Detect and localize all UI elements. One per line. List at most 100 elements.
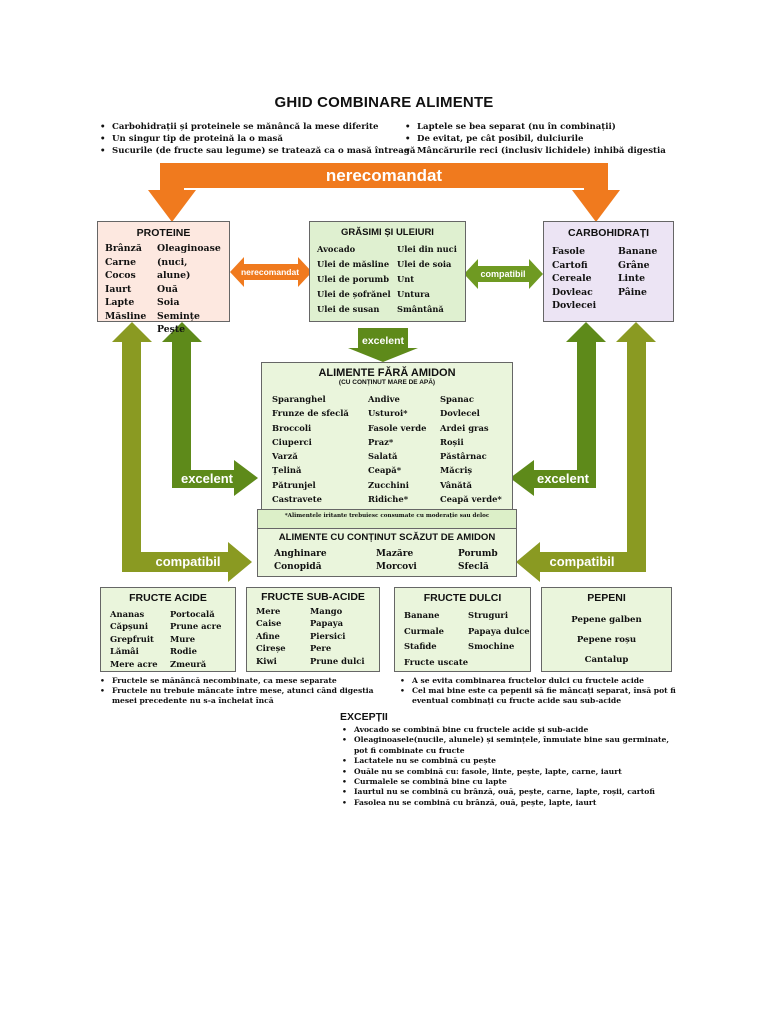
food-item: Papaya: [310, 618, 344, 629]
exceptie-item: Ouăle nu se combină cu: fasole, linte, p…: [340, 767, 670, 778]
fructe-dulci-header: FRUCTE DULCI: [423, 592, 502, 604]
tip-item: Carbohidrații și proteinele se mănâncă l…: [98, 121, 415, 133]
food-item: Conopidă: [274, 561, 322, 572]
exceptie-item: Fasolea nu se combină cu brânză, ouă, pe…: [340, 798, 670, 809]
scazut-amidon-header: ALIMENTE CU CONȚINUT SCĂZUT DE AMIDON: [278, 532, 496, 543]
food-item: Frunze de sfeclă: [272, 408, 349, 419]
fara-amidon-note-band: [257, 509, 517, 529]
food-item: Stafide: [404, 641, 437, 651]
note-item: Fructele nu trebuie mâncate între mese, …: [98, 686, 382, 706]
food-item: Untura: [397, 289, 430, 299]
food-item: Piersici: [310, 630, 346, 641]
food-item: Pepene galben: [571, 615, 642, 625]
food-item: Ananas: [110, 609, 145, 619]
nerecomandat-top-label: nerecomandat: [325, 166, 443, 185]
tip-item: Mâncărurile reci (inclusiv lichidele) in…: [403, 145, 666, 157]
tip-item: Laptele se bea separat (nu în combinații…: [403, 121, 666, 133]
fara-amidon-header: ALIMENTE FĂRĂ AMIDON: [318, 367, 456, 379]
notes-right: A se evita combinarea fructelor dulci cu…: [398, 676, 678, 706]
food-item: Oleaginoase: [157, 243, 221, 254]
food-item: Fasole: [552, 246, 585, 257]
food-item: Afine: [256, 630, 280, 641]
food-item: Curmale: [404, 625, 444, 636]
fara-amidon-note: *Alimentele iritante trebuiesc consumate…: [284, 513, 490, 519]
compatibil-left-label: compatibil: [155, 554, 221, 569]
excelent-left-arrow: [162, 322, 258, 496]
food-item: Mure: [170, 633, 196, 644]
compatibil-small-arrow: [464, 259, 543, 289]
grasimi-box: GRĂSIMI ȘI ULEIURI Avocado Ulei de măsli…: [309, 221, 466, 322]
food-item: Prune dulci: [310, 655, 365, 666]
nerecomandat-top-arrow: [148, 163, 620, 222]
food-item: Banane: [618, 246, 658, 257]
exceptie-item: Curmalele se combină bine cu lapte: [340, 777, 670, 788]
proteine-header: PROTEINE: [136, 227, 191, 239]
food-item: Usturoi*: [368, 408, 408, 419]
food-item: Lapte: [105, 297, 135, 308]
food-item: Brânză: [105, 243, 142, 254]
food-item: Dovleac: [552, 286, 593, 298]
food-item: Ouă: [157, 283, 178, 295]
fructe-subacide-box: FRUCTE SUB-ACIDE Mere Caise Afine Cireșe…: [246, 587, 380, 672]
tip-item: De evitat, pe cât posibil, dulciurile: [403, 133, 666, 145]
carbohidrati-header: CARBOHIDRAȚI: [567, 227, 650, 239]
food-item: Broccoli: [272, 422, 312, 433]
pepeni-header: PEPENI: [587, 592, 626, 604]
food-item: Ulei de soia: [397, 259, 452, 269]
food-item: Zmeură: [170, 658, 207, 669]
fructe-acide-header: FRUCTE ACIDE: [129, 592, 207, 604]
food-item: Ulei din nuci: [397, 244, 457, 254]
compatibil-right-label: compatibil: [549, 554, 615, 569]
food-item: Pepene roșu: [576, 635, 637, 645]
compatibil-small-label: compatibil: [480, 269, 526, 279]
food-item: Anghinare: [274, 549, 327, 559]
exceptii-section: EXCEPȚII Avocado se combină bine cu fruc…: [340, 711, 670, 809]
food-item: Măsline: [105, 310, 147, 322]
note-item: Fructele se mănâncă necombinate, ca mese…: [98, 676, 398, 686]
food-item: Papaya dulce: [468, 625, 530, 636]
food-item: Ardei gras: [440, 422, 489, 433]
food-item: (nuci, alune): [157, 256, 191, 282]
food-item: Ceapă verde*: [440, 494, 502, 505]
food-item: Iaurt: [105, 283, 132, 295]
food-item: Andive: [368, 394, 400, 404]
tips-left: Carbohidrații și proteinele se mănâncă l…: [98, 121, 415, 158]
food-item: Mazăre: [376, 549, 414, 559]
page-title: GHID COMBINARE ALIMENTE: [274, 94, 494, 111]
compatibil-left-arrow: [112, 322, 252, 582]
food-item: Păstârnac: [440, 451, 487, 462]
exceptie-item: Iaurtul nu se combină cu brânză, ouă, pe…: [340, 787, 670, 798]
exceptie-item: Oleaginoasele(nucile, alunele) și seminț…: [340, 735, 670, 756]
fara-amidon-subheader: (CU CONȚINUT MARE DE APĂ): [338, 379, 436, 386]
food-item: Ulei de șofrănel: [317, 289, 391, 299]
food-item: Castravete: [272, 494, 322, 505]
food-item: Smochine: [468, 641, 515, 651]
note-item: A se evita combinarea fructelor dulci cu…: [398, 676, 678, 686]
food-item: Pește: [157, 324, 186, 335]
food-item: Mere: [256, 606, 281, 616]
food-item: Spanac: [440, 394, 474, 404]
exceptie-item: Avocado se combină bine cu fructele acid…: [340, 725, 670, 736]
carbohidrati-box: CARBOHIDRAȚI Fasole Cartofi Cereale Dovl…: [543, 221, 674, 322]
fara-amidon-box: ALIMENTE FĂRĂ AMIDON (CU CONȚINUT MARE D…: [261, 362, 513, 510]
food-item: Pâine: [618, 286, 647, 298]
nerecomandat-small-arrow: [230, 257, 312, 287]
excelent-down-arrow: [348, 328, 418, 362]
food-item: Țelină: [272, 465, 302, 476]
note-item: Cel mai bine este ca pepenii să fie mânc…: [398, 686, 676, 706]
exceptie-item: Lactatele nu se combină cu pește: [340, 756, 670, 767]
food-item: Sfeclă: [458, 561, 489, 572]
proteine-box: PROTEINE Brânză Carne Cocos Iaurt Lapte …: [97, 221, 230, 335]
food-item: Ulei de porumb: [317, 274, 389, 284]
food-item: Fasole verde: [368, 422, 427, 433]
pepeni-box: PEPENI Pepene galben Pepene roșu Cantalu…: [541, 587, 672, 672]
food-item: Smântână: [397, 304, 444, 314]
food-item: Grepfruit: [110, 633, 154, 644]
food-item: Unt: [397, 274, 415, 284]
food-item: Banane: [404, 610, 440, 620]
food-item: Kiwi: [256, 655, 277, 666]
tip-item: Sucurile (de fructe sau legume) se trate…: [98, 145, 415, 157]
food-item: Porumb: [458, 549, 498, 559]
food-item: Cireșe: [256, 643, 286, 654]
